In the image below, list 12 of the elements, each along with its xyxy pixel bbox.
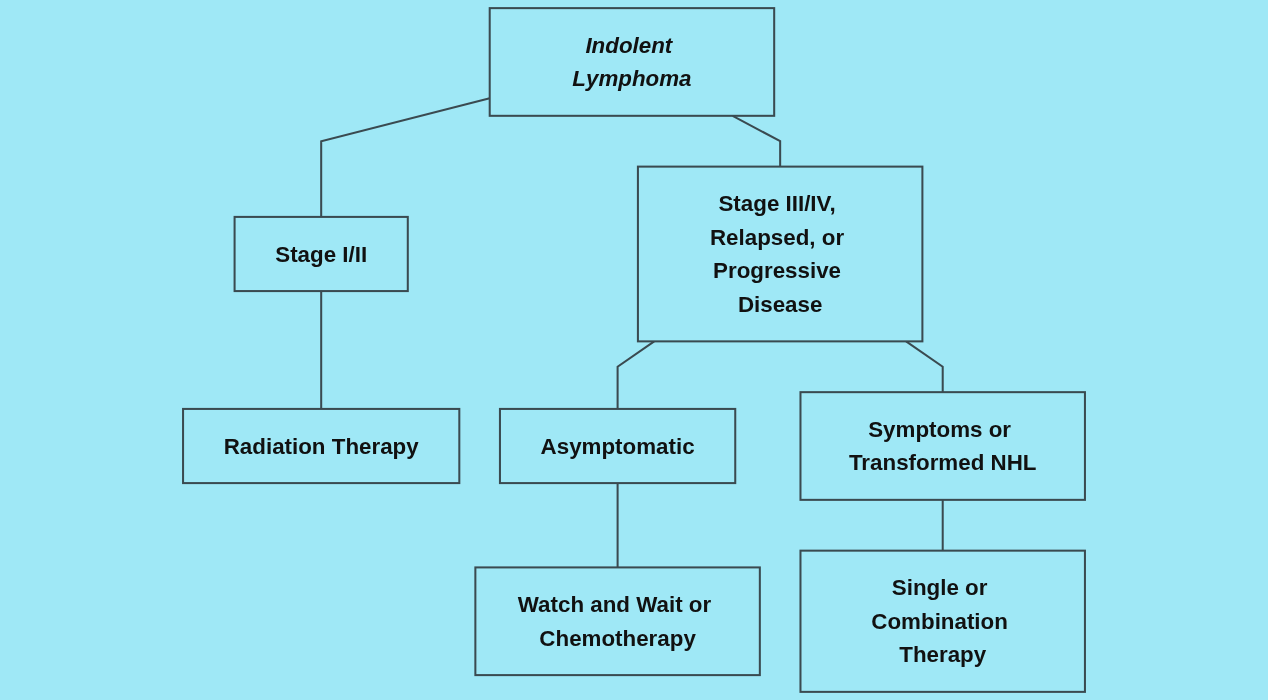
node-box <box>636 165 924 343</box>
node-box <box>182 407 461 485</box>
connector <box>941 499 944 551</box>
connector <box>320 97 490 217</box>
connector <box>616 483 619 568</box>
node-box <box>233 215 409 293</box>
connector <box>320 291 323 409</box>
node-box <box>799 549 1086 693</box>
node-box <box>498 407 737 485</box>
node-box <box>799 391 1086 501</box>
node-box <box>474 566 761 677</box>
node-box <box>488 7 776 117</box>
